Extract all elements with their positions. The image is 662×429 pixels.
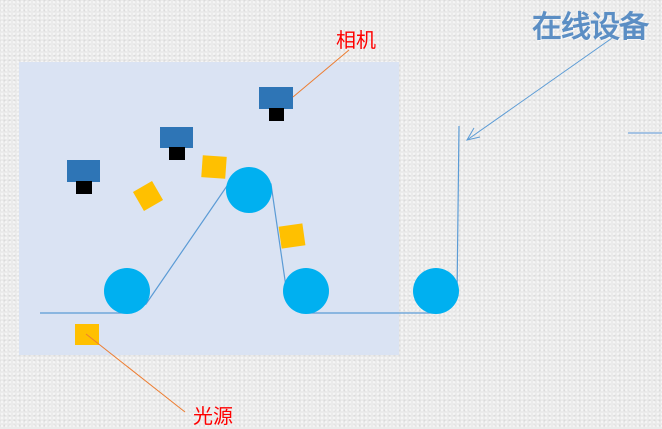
- online-device-title: 在线设备: [532, 10, 649, 45]
- camera-leader-line: [292, 49, 350, 98]
- roller-3: [283, 268, 329, 314]
- light-block-2: [132, 180, 164, 212]
- online-device-arrow: [466, 35, 616, 141]
- camera-body: [160, 127, 193, 148]
- light-source-label: 光源: [193, 404, 233, 428]
- camera-1: [67, 160, 100, 194]
- camera-body: [67, 160, 100, 182]
- camera-lens: [169, 147, 185, 160]
- camera-lens: [269, 108, 284, 121]
- roller-2: [226, 167, 272, 213]
- camera-2: [160, 127, 193, 160]
- conveyor-belt-line: [40, 125, 460, 314]
- light-block-4: [278, 223, 306, 249]
- roller-1: [104, 268, 150, 314]
- camera-label: 相机: [336, 28, 376, 52]
- light-leader-line: [85, 333, 186, 413]
- camera-body: [259, 87, 293, 109]
- roller-4: [413, 268, 459, 314]
- light-block-3: [201, 155, 227, 179]
- camera-lens: [76, 181, 92, 194]
- camera-3: [259, 87, 293, 121]
- inspection-panel: [19, 62, 399, 355]
- arrow-head-icon: [465, 127, 481, 141]
